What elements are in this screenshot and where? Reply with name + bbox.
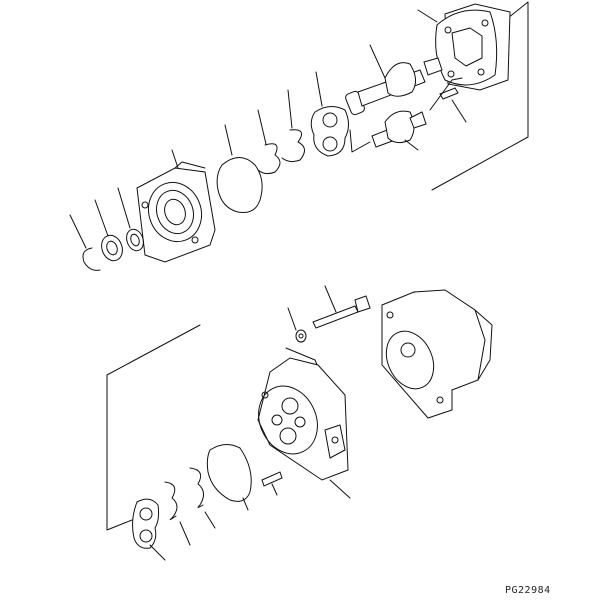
part-backup-rings-top <box>257 89 305 175</box>
part-driven-gear <box>349 110 427 153</box>
part-front-plate <box>417 3 511 91</box>
part-bushing-pair-top <box>310 71 349 157</box>
part-dowel-pin-bottom <box>261 471 283 496</box>
part-cover-top <box>136 149 216 263</box>
part-housing-bottom <box>257 357 351 499</box>
part-drive-shaft <box>345 44 443 116</box>
assembly-bracket-bottom <box>106 324 201 531</box>
part-dowel-pin <box>429 77 467 123</box>
part-bearing-top <box>94 199 123 262</box>
part-backup-rings-bottom <box>164 467 216 546</box>
part-gasket-top <box>216 124 263 213</box>
assembly-bracket-top <box>431 1 529 191</box>
part-washer-top <box>117 187 144 252</box>
part-bushing-pair-bottom <box>132 498 166 561</box>
drawing-id-label: PG22984 <box>505 585 551 596</box>
part-gasket-bottom <box>206 444 252 511</box>
part-snap-ring-top <box>69 214 101 271</box>
part-bolt <box>312 285 371 329</box>
part-washer-bottom <box>285 307 321 373</box>
part-pump-body-assembly <box>381 289 493 419</box>
